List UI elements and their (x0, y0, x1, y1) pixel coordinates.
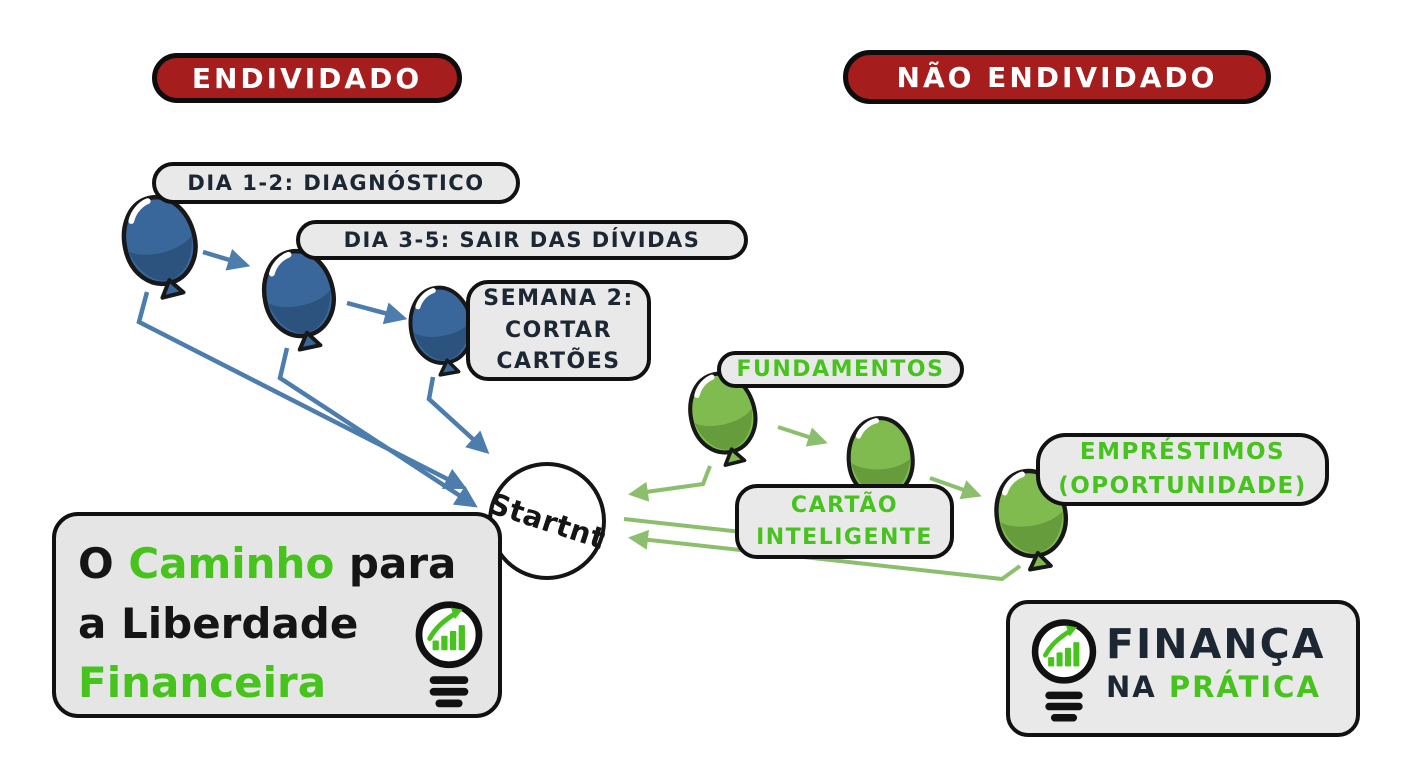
logo-na: NA (1106, 670, 1169, 705)
bulb-base-icon (1045, 691, 1083, 722)
brand-logo-box: FINANÇA NA PRÁTICA (1006, 600, 1360, 737)
title-seg-para: para (334, 539, 457, 588)
badge-endividado-label: ENDIVIDADO (191, 61, 423, 95)
label-cartao-inteligente-text: CARTÃO INTELIGENTE (756, 492, 933, 550)
arrow-blue-balloon3-to-center (426, 376, 490, 455)
arrow-blue-balloon2-to-balloon3 (346, 300, 408, 325)
title-seg-o: O (78, 539, 129, 588)
arrow-green-balloon1-to-balloon2 (777, 425, 828, 447)
arrow-green-balloon1-to-center (628, 465, 712, 502)
center-node: Startnt (484, 462, 610, 580)
brand-logo-text: FINANÇA NA PRÁTICA (1106, 620, 1325, 707)
label-semana-2-cortar-cartoes: SEMANA 2: CORTAR CARTÕES (466, 280, 651, 381)
label-fundamentos: FUNDAMENTOS (717, 351, 964, 388)
label-emprestimos-oportunidade: EMPRÉSTIMOS (OPORTUNIDADE) (1036, 433, 1329, 506)
chart-bars-icon (1048, 642, 1080, 667)
main-title-line-3: Financeira (78, 653, 378, 713)
label-dia-1-2-diagnostico: DIA 1-2: DIAGNÓSTICO (152, 162, 520, 204)
lightbulb-chart-icon (415, 601, 483, 708)
main-title-box: O Caminho para a Liberdade Financeira (52, 512, 502, 718)
blue-balloon-2 (256, 245, 343, 355)
center-node-label: Startnt (484, 486, 610, 556)
label-cartao-inteligente: CARTÃO INTELIGENTE (735, 484, 954, 559)
arrow-blue-balloon1-to-balloon2 (202, 249, 251, 271)
label-semana-2-text: SEMANA 2: CORTAR CARTÕES (483, 285, 634, 375)
growth-arrow-icon (427, 612, 457, 642)
debt-arrows-group (136, 249, 490, 508)
blue-balloon-1 (115, 190, 207, 304)
label-dia-3-5-text: DIA 3-5: SAIR DAS DÍVIDAS (343, 227, 701, 252)
title-seg-financeira: Financeira (78, 658, 327, 708)
bulb-base-icon (429, 676, 469, 708)
badge-endividado: ENDIVIDADO (152, 53, 462, 103)
arrow-green-balloon2-to-balloon3 (929, 476, 982, 500)
logo-na-pratica: NA PRÁTICA (1106, 669, 1325, 707)
lightbulb-chart-icon (1031, 619, 1097, 722)
label-emprestimos-text: EMPRÉSTIMOS (OPORTUNIDADE) (1058, 439, 1307, 499)
badge-nao-endividado-label: NÃO ENDIVIDADO (896, 60, 1218, 94)
badge-nao-endividado: NÃO ENDIVIDADO (843, 50, 1271, 104)
main-title-line-1: O Caminho para (78, 534, 456, 594)
arrow-blue-balloon2-to-center (277, 347, 478, 508)
arrow-blue-balloon1-to-center (136, 291, 468, 490)
title-seg-caminho: Caminho (128, 539, 335, 588)
label-dia-1-2-text: DIA 1-2: DIAGNÓSTICO (187, 170, 485, 195)
title-seg-liberdade: a Liberdade (78, 598, 359, 648)
logo-pratica: PRÁTICA (1168, 670, 1321, 705)
main-title-line-2: a Liberdade (78, 594, 378, 654)
label-dia-3-5-sair-das-dividas: DIA 3-5: SAIR DAS DÍVIDAS (296, 220, 748, 260)
logo-financa: FINANÇA (1106, 620, 1326, 668)
growth-arrow-icon (1043, 629, 1071, 658)
chart-bars-icon (432, 625, 465, 651)
label-fundamentos-text: FUNDAMENTOS (736, 356, 945, 382)
